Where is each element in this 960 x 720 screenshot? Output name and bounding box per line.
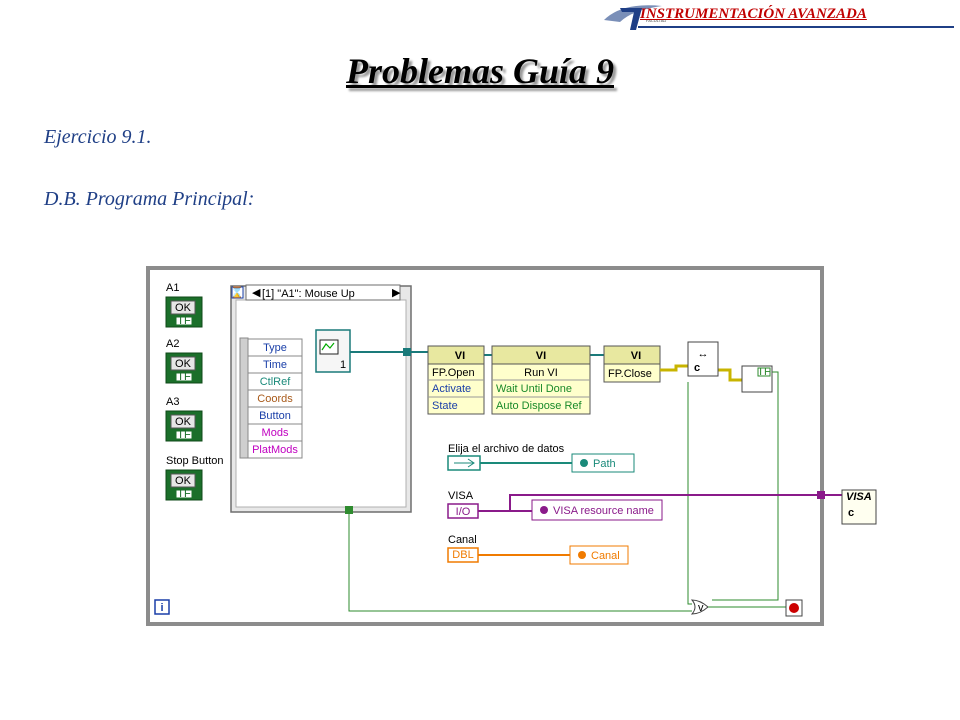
visa-control-label: VISA [448,490,474,502]
event-timeout-terminal [231,286,244,299]
event-data-row [247,440,303,459]
stop-tunnel [345,506,353,514]
stop-button-wire [348,514,692,612]
control-label: Stop Button [166,455,224,467]
canal-glyph: DBL [452,549,473,561]
fp-open-name: FP.Open [432,367,475,379]
event-data-field: Mods [262,427,289,439]
control-label: A3 [166,396,179,408]
run-vi-name: Run VI [524,367,558,379]
svg-text:◀: ◀ [252,287,261,299]
control-type-tag: TF [177,429,191,441]
header-banner: FACULTAD [602,2,956,32]
svg-text:c: c [848,507,854,519]
svg-text:↔: ↔ [698,348,709,360]
path-local-variable [571,453,635,473]
control-type-tag: TF [177,371,191,383]
visa-local-label: VISA resource name [553,505,654,517]
canal-local-variable [569,545,629,565]
loop-iteration-label: i [160,602,163,614]
control-type-tag: TF [177,315,191,327]
run-vi-prop-dispose: Auto Dispose Ref [496,400,583,412]
event-data-field: Time [263,359,287,371]
visa-close-node [841,489,877,525]
event-case-label: [1] "A1": Mouse Up [262,288,355,300]
svg-text:FACULTAD: FACULTAD [646,18,666,23]
canal-control-label: Canal [448,534,477,546]
stop-icon [789,603,799,613]
run-vi-prop-wait: Wait Until Done [496,383,572,395]
control-glyph: OK [175,302,192,314]
event-data-field: Type [263,342,287,354]
page-title: Problemas Guía 9 [345,51,614,91]
event-case-selector [245,284,401,301]
or-input-wire [687,382,692,605]
control-type-tag: TF [177,488,191,500]
loop-iteration-terminal [154,599,170,615]
control-label: A2 [166,338,179,350]
event-data-field: CtlRef [260,376,292,388]
reference-tunnel [403,348,411,356]
faculty-logo: FACULTAD [604,5,954,30]
event-data-field: Coords [257,393,293,405]
path-local-label: Path [593,458,616,470]
svg-text:▶: ▶ [392,287,401,299]
fp-close-glyph: VI [631,350,641,362]
visa-close-label: VISA [846,491,872,503]
svg-text:⌛: ⌛ [230,286,244,299]
fp-open-glyph: VI [455,350,465,362]
control-label: A1 [166,282,179,294]
control-glyph: OK [175,475,192,487]
file-control-label: Elija el archivo de datos [448,443,565,455]
vi-ref-number: 1 [340,359,346,371]
error-bool-wire [712,371,779,601]
event-data-field: PlatMods [252,444,298,456]
svg-text:c: c [694,362,700,374]
error-wire-1 [660,364,688,372]
while-loop-frame [146,266,824,626]
visa-glyph: I/O [456,506,471,518]
event-data-node-rail [239,337,249,459]
event-data-field: Button [259,410,291,422]
control-glyph: OK [175,416,192,428]
svg-text:v: v [698,602,704,614]
error-wire-2 [718,368,742,382]
fp-open-prop-activate: Activate [432,383,471,395]
canal-local-label: Canal [591,550,620,562]
error-status-tag: TF [757,366,771,378]
header-title: INSTRUMENTACIÓN AVANZADA [640,6,867,22]
visa-close-wire [509,494,842,511]
visa-local-variable [531,499,663,521]
fp-open-prop-state: State [432,400,458,412]
visa-tunnel [817,491,825,499]
run-vi-glyph: VI [536,350,546,362]
fp-close-name: FP.Close [608,368,652,380]
or-gate [690,599,709,615]
close-reference-node [687,341,719,377]
section-label: D.B. Programa Principal: [44,188,255,210]
exercise-label: Ejercicio 9.1. [44,126,152,148]
control-glyph: OK [175,358,192,370]
